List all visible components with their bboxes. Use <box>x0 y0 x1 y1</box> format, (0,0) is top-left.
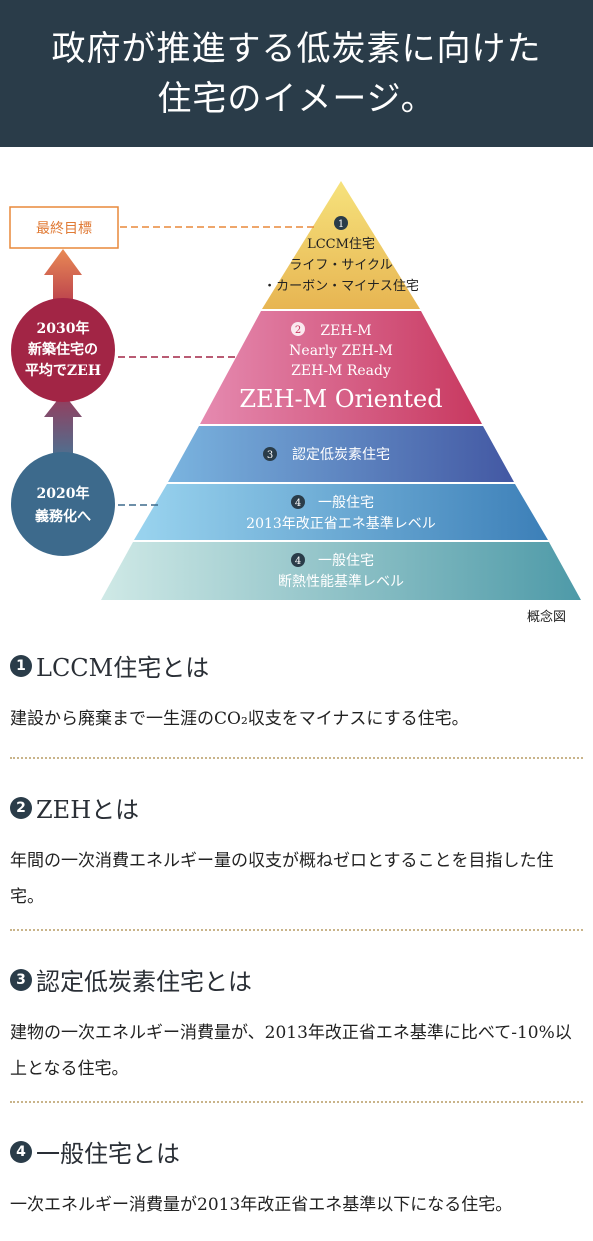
section-title-text: LCCM住宅とは <box>36 654 210 682</box>
number-badge: 2 <box>10 796 32 819</box>
divider <box>10 929 583 931</box>
circle-2030-line1: 2030年 <box>37 320 90 337</box>
header-title-line1: 政府が推進する低炭素に向けた <box>51 28 542 69</box>
goal-label: 最終目標 <box>36 221 92 237</box>
section-title-text: 一般住宅とは <box>36 1140 180 1168</box>
tier4a-number: 4 <box>295 498 301 509</box>
section-body: 年間の一次消費エネルギー量の収支が概ねゼロとすることを目指した住宅。 <box>10 851 554 907</box>
circle-2020-line1: 2020年 <box>37 485 90 502</box>
circle-2030-line3: 平均でZEH <box>25 362 101 379</box>
arrow-up-bottom <box>44 393 82 455</box>
page-header: 政府が推進する低炭素に向けた 住宅のイメージ。 <box>0 0 593 147</box>
pyramid-diagram: 最終目標 2030年 新築住宅の 平均でZEH 2020年 義務化へ 1 LCC… <box>9 181 581 600</box>
pyramid-tier-3 <box>168 426 514 482</box>
tier2-number: 2 <box>295 325 301 336</box>
arrow-up-top <box>44 249 82 307</box>
header-title-line2: 住宅のイメージ。 <box>157 78 436 119</box>
tier3-number: 3 <box>267 450 273 461</box>
section-body: 一次エネルギー消費量が2013年改正省エネ基準以下になる住宅。 <box>10 1195 513 1215</box>
divider <box>10 1101 583 1103</box>
number-badge: 4 <box>10 1140 32 1163</box>
pyramid-tier-4b <box>101 542 581 600</box>
tier2-big-label: ZEH-M Oriented <box>239 385 442 413</box>
tier3-label: 認定低炭素住宅 <box>292 447 390 463</box>
section-title-text: 認定低炭素住宅とは <box>36 968 252 996</box>
tier2-line3: ZEH-M Ready <box>291 363 391 379</box>
pyramid-tier-2 <box>200 311 482 424</box>
tier1-number: 1 <box>338 219 344 230</box>
tier1-line1: LCCM住宅 <box>307 237 375 252</box>
section-body: 建設から廃棄まで一生涯のCO₂収支をマイナスにする住宅。 <box>10 709 469 729</box>
tier2-line2: Nearly ZEH-M <box>289 343 393 359</box>
circle-2020 <box>11 452 115 556</box>
concept-note: 概念図 <box>527 610 567 625</box>
circle-2030 <box>11 298 115 402</box>
circle-2030-line2: 新築住宅の <box>28 341 98 358</box>
section-title-text: ZEHとは <box>36 796 140 824</box>
circle-2020-line2: 義務化へ <box>35 508 91 525</box>
goal-box <box>9 206 119 249</box>
tier1-line2: ライフ・サイクル <box>289 258 392 273</box>
number-badge: 3 <box>10 968 32 991</box>
tier4a-line1: 一般住宅 <box>318 495 374 511</box>
tier4b-number: 4 <box>295 556 301 567</box>
section-body: 建物の一次エネルギー消費量が、2013年改正省エネ基準に比べて-10%以上となる… <box>10 1023 572 1079</box>
pyramid-tier-1 <box>262 181 420 309</box>
divider <box>10 757 583 759</box>
pyramid-tier-4a <box>134 484 548 540</box>
tier2-line1: ZEH-M <box>320 323 371 339</box>
tier4b-line2: 断熱性能基準レベル <box>278 573 404 590</box>
tier1-line3: ・カーボン・マイナス住宅 <box>263 279 419 294</box>
tier4a-line2: 2013年改正省エネ基準レベル <box>246 515 436 532</box>
number-badge: 1 <box>10 654 32 677</box>
tier4b-line1: 一般住宅 <box>318 553 374 569</box>
